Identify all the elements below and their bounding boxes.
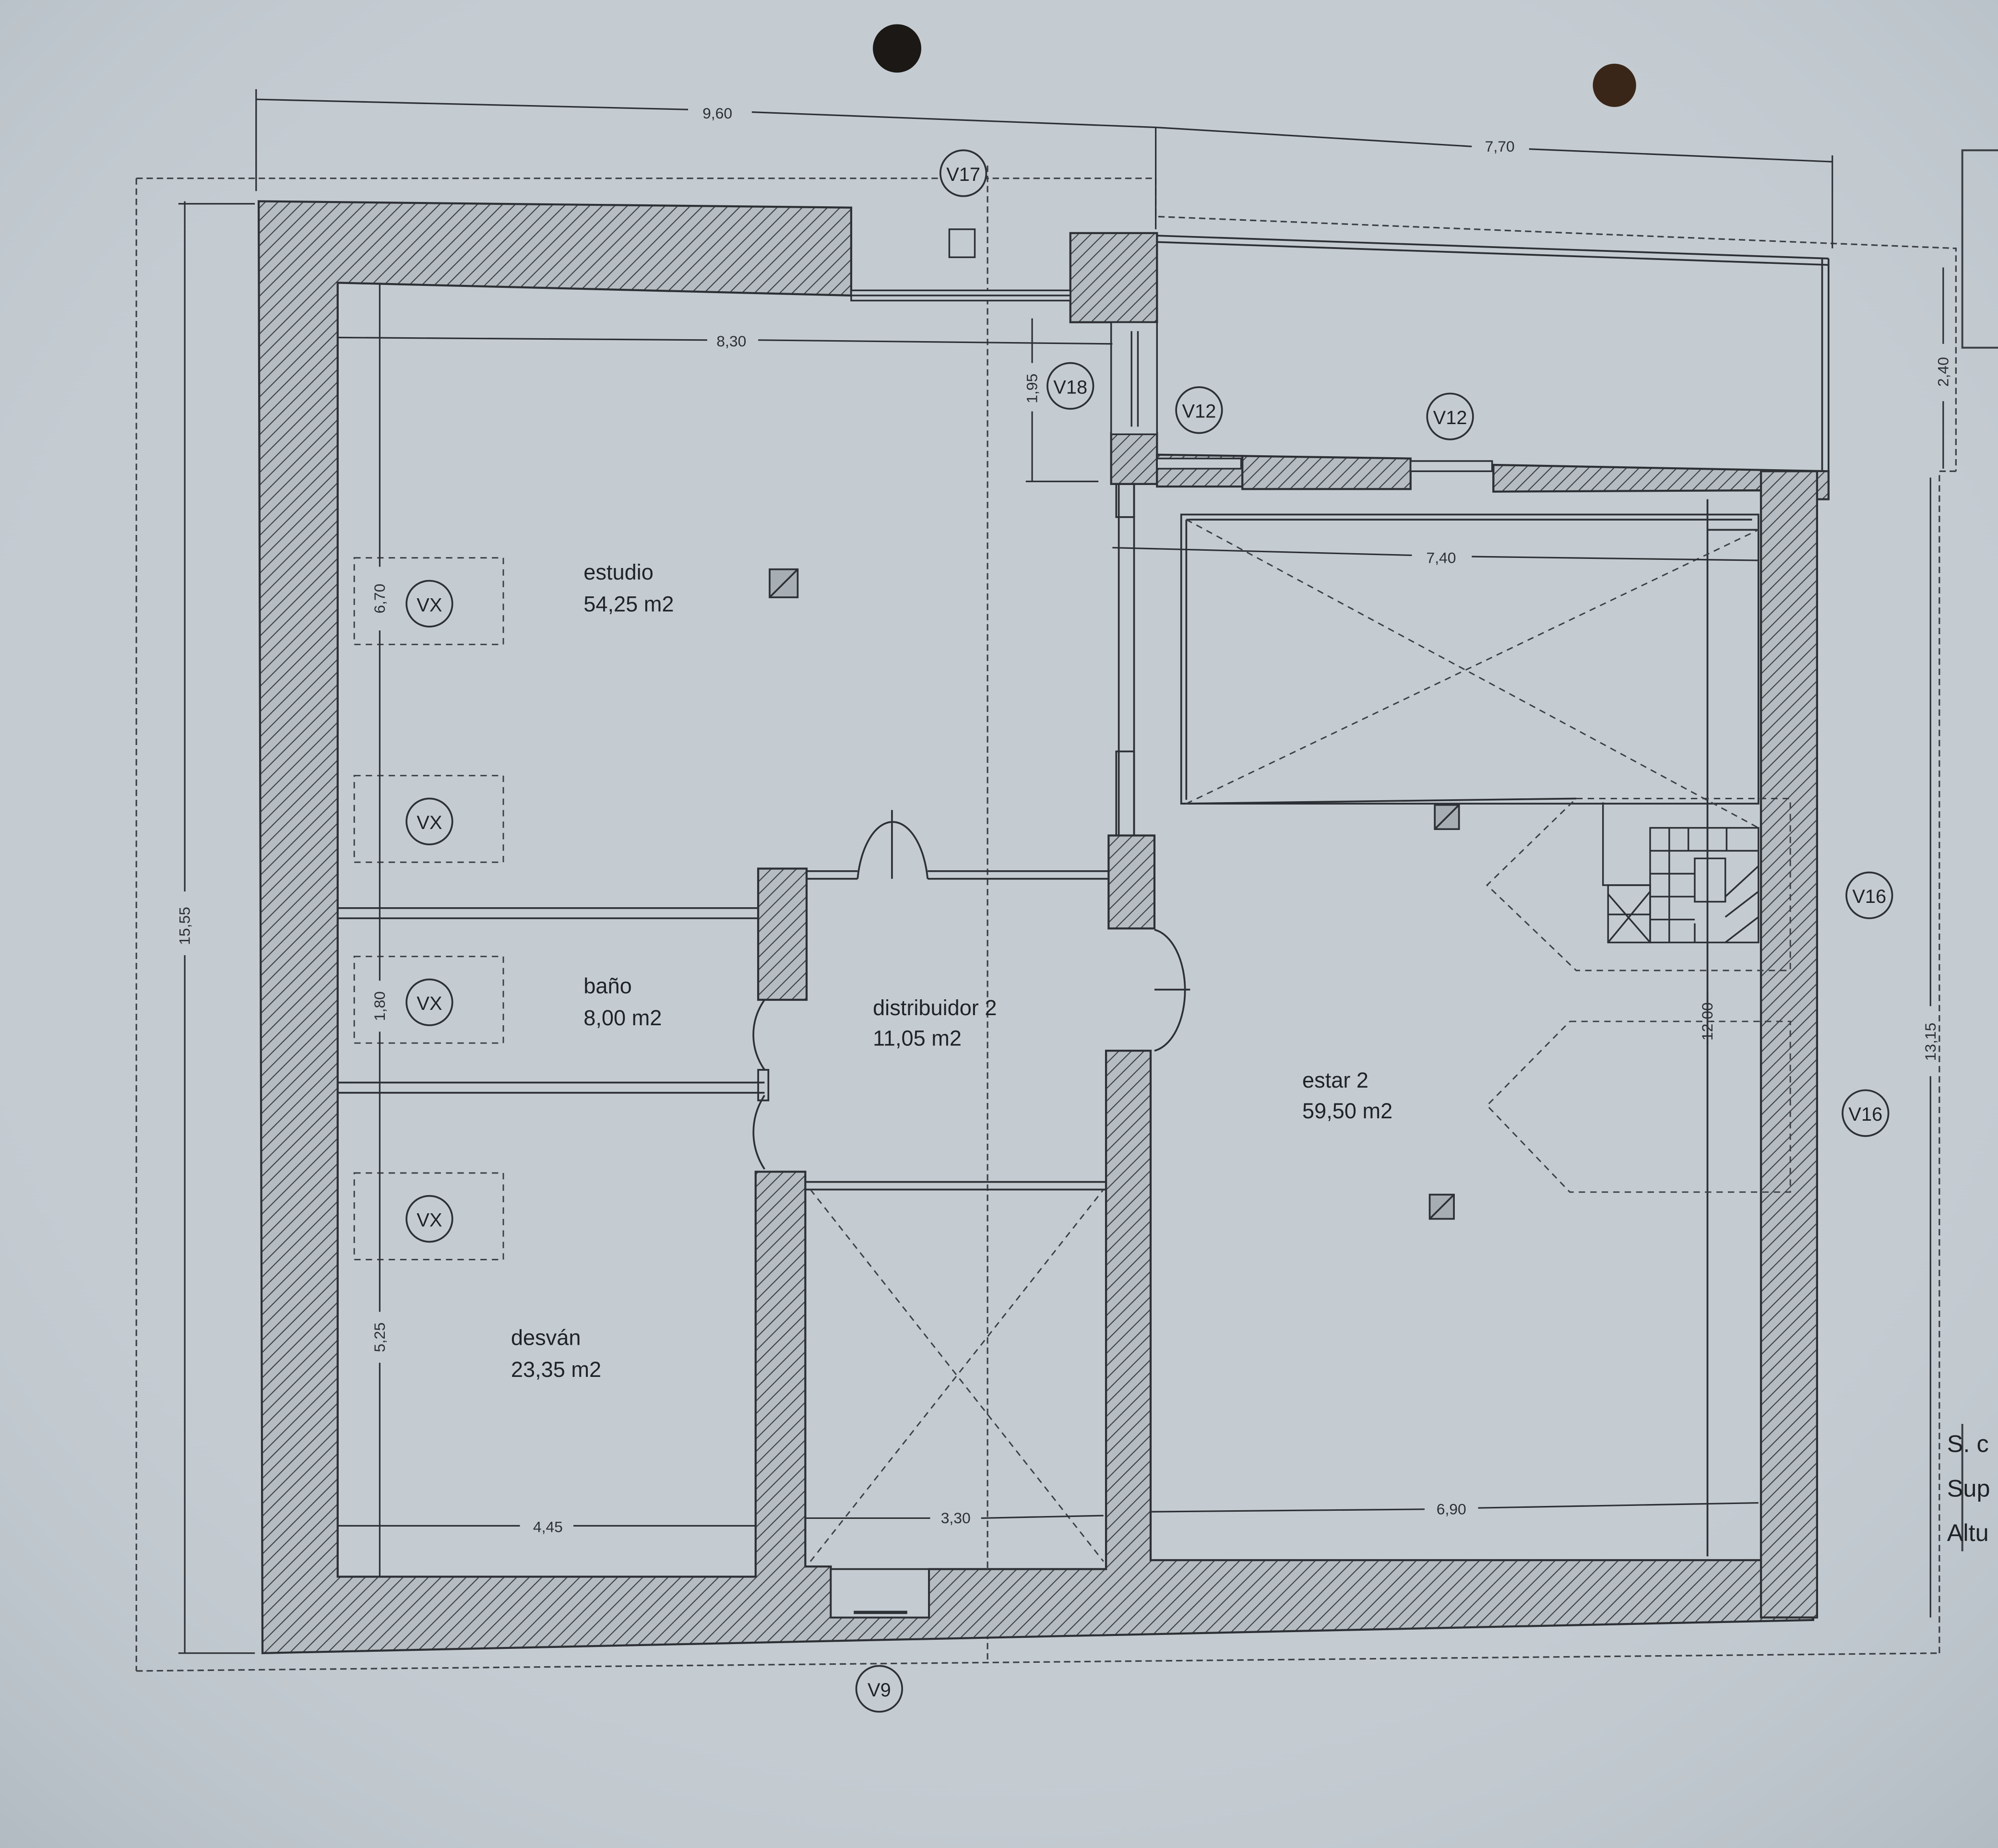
tag-v9: V9 (868, 1680, 891, 1701)
room-distribuidor-area: 11,05 m2 (873, 1026, 962, 1051)
tag-vx-4: VX (416, 1210, 442, 1231)
dim-stair-void-width: 3,30 (941, 1509, 971, 1527)
dim-desvan-width: 4,45 (533, 1518, 563, 1536)
void-crosses (353, 519, 1791, 1562)
tag-vx-1: VX (416, 594, 442, 616)
room-estar-name: estar 2 (1302, 1068, 1368, 1092)
room-estudio-name: estudio (583, 560, 654, 584)
dim-desvan-depth: 5,25 (371, 1322, 388, 1352)
tag-vx-3: VX (416, 993, 442, 1014)
room-bano-area: 8,00 m2 (583, 1006, 662, 1030)
dim-estar-depth: 12,00 (1699, 1002, 1716, 1041)
dim-estar-width: 6,90 (1437, 1500, 1466, 1517)
ventilation-shafts (769, 568, 1460, 1220)
room-desvan-name: desván (511, 1325, 581, 1350)
room-distribuidor-name: distribuidor 2 (873, 995, 997, 1020)
punch-hole-left (873, 24, 922, 73)
legend-box (1961, 149, 1998, 349)
tag-v17: V17 (946, 164, 980, 185)
tag-v12-left: V12 (1182, 401, 1216, 422)
tag-v16-upper: V16 (1852, 886, 1886, 907)
dim-right-depth: 13,15 (1922, 1023, 1939, 1061)
room-bano-name: baño (583, 974, 631, 998)
dim-v18-depth: 1,95 (1023, 374, 1041, 403)
room-desvan-area: 23,35 m2 (511, 1357, 601, 1382)
staircase (1602, 802, 1760, 944)
partitions (337, 499, 1760, 1557)
tag-v12-right: V12 (1433, 407, 1467, 428)
window-tag-circles (405, 149, 1893, 1713)
dim-bano-depth: 1,80 (371, 991, 388, 1021)
dashed-envelope (135, 166, 1957, 1672)
dim-estar-inner-width: 7,40 (1426, 549, 1456, 566)
tag-v16-lower: V16 (1848, 1104, 1882, 1125)
legend-line-1: S. c (1947, 1430, 1989, 1457)
doors (752, 810, 1190, 1170)
tag-vx-2: VX (416, 812, 442, 833)
tag-v18: V18 (1053, 377, 1087, 398)
punch-hole-right (1593, 63, 1636, 107)
legend-line-2: Sup (1947, 1474, 1990, 1502)
dim-estudio-depth: 6,70 (371, 584, 388, 614)
dim-right-block-width: 7,70 (1485, 138, 1515, 155)
dim-overall-depth: 15,55 (176, 907, 193, 945)
room-estudio-area: 54,25 m2 (583, 592, 674, 616)
window-v17 (850, 228, 1071, 302)
legend-line-3: Altu (1947, 1519, 1989, 1546)
dim-estudio-width: 8,30 (716, 332, 746, 350)
room-estar-area: 59,50 m2 (1302, 1099, 1392, 1123)
dimension-lines (178, 89, 1944, 1654)
dim-overall-width: 9,60 (702, 105, 732, 122)
dim-top-right-depth: 2,40 (1934, 357, 1951, 387)
